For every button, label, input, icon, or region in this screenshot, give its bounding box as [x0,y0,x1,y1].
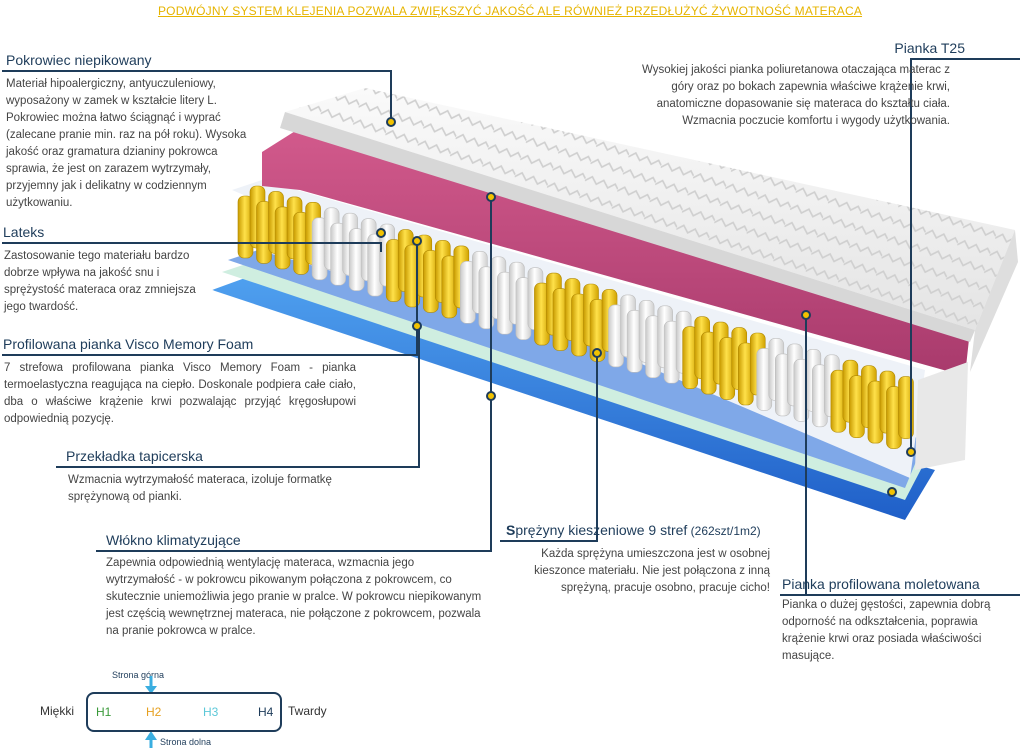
lateks-heading: Lateks [3,224,45,240]
przekladka-text: Wzmacnia wytrzymałość materaca, izoluje … [68,474,332,503]
pokrowiec-text: Materiał hipoalergiczny, antyuczuleniowy… [6,78,247,209]
lateks-marker [376,228,386,238]
cover-side [970,230,1018,372]
sprezyny-heading-suffix: (262szt/1m2) [687,524,761,538]
pianka-t25-heading: Pianka T25 [894,40,965,56]
moletowana-text: Pianka o dużej gęstości, zapewnia dobrą … [782,599,991,662]
strona-dolna-label: Strona dolna [160,737,212,747]
pianka-t25-text: Wysokiej jakości pianka poliuretanowa ot… [642,64,950,127]
blue-foam-layer [212,278,935,520]
pianka-t25-marker [906,447,916,457]
wlokno-marker-2 [486,391,496,401]
level-h1: H1 [96,705,112,719]
wave-edge [211,289,834,599]
level-h4: H4 [258,705,274,719]
wlokno-heading: Włókno klimatyzujące [106,532,241,548]
visco-marker-2 [412,321,422,331]
firmness-scale: H1 H2 H3 H4 [86,692,282,732]
przekladka-heading: Przekładka tapicerska [66,448,203,464]
cover-side-lower [915,362,968,470]
visco-marker [412,236,422,246]
sprezyny-marker [592,348,602,358]
lateks-text: Zastosowanie tego materiału bardzo dobrz… [4,250,196,313]
level-h2: H2 [146,705,162,719]
visco-heading: Profilowana pianka Visco Memory Foam [3,336,254,352]
strona-gorna-label: Strona górna [112,670,165,680]
visco-text: 7 strefowa profilowana pianka Visco Memo… [4,362,356,425]
wlokno-marker [486,192,496,202]
visco-foam-layer [262,128,970,376]
pocket-spring [898,376,914,439]
pokrowiec-heading: Pokrowiec niepikowany [6,52,152,68]
miekki-label: Miękki [40,704,75,718]
moletowana-marker [801,310,811,320]
banner-title: PODWÓJNY SYSTEM KLEJENIA POZWALA ZWIĘKSZ… [157,4,863,18]
sprezyny-heading: Sprężyny kieszeniowe 9 stref (262szt/1m2… [506,522,761,538]
moletowana-marker-2 [887,487,897,497]
wlokno-text: Zapewnia odpowiednią wentylację materaca… [106,557,482,637]
level-h3: H3 [203,705,219,719]
pokrowiec-marker [386,117,396,127]
felt-layer [228,250,925,488]
sprezyny-text: Każda sprężyna umieszczona jest w osobne… [534,548,770,594]
moletowana-heading: Pianka profilowana moletowana [782,576,980,592]
sprezyny-heading-rest: prężyny kieszeniowe 9 stref [515,522,688,538]
sprezyny-heading-bold: S [506,522,516,538]
cover-front [280,112,975,342]
latex-layer [222,262,930,500]
twardy-label: Twardy [288,704,327,718]
